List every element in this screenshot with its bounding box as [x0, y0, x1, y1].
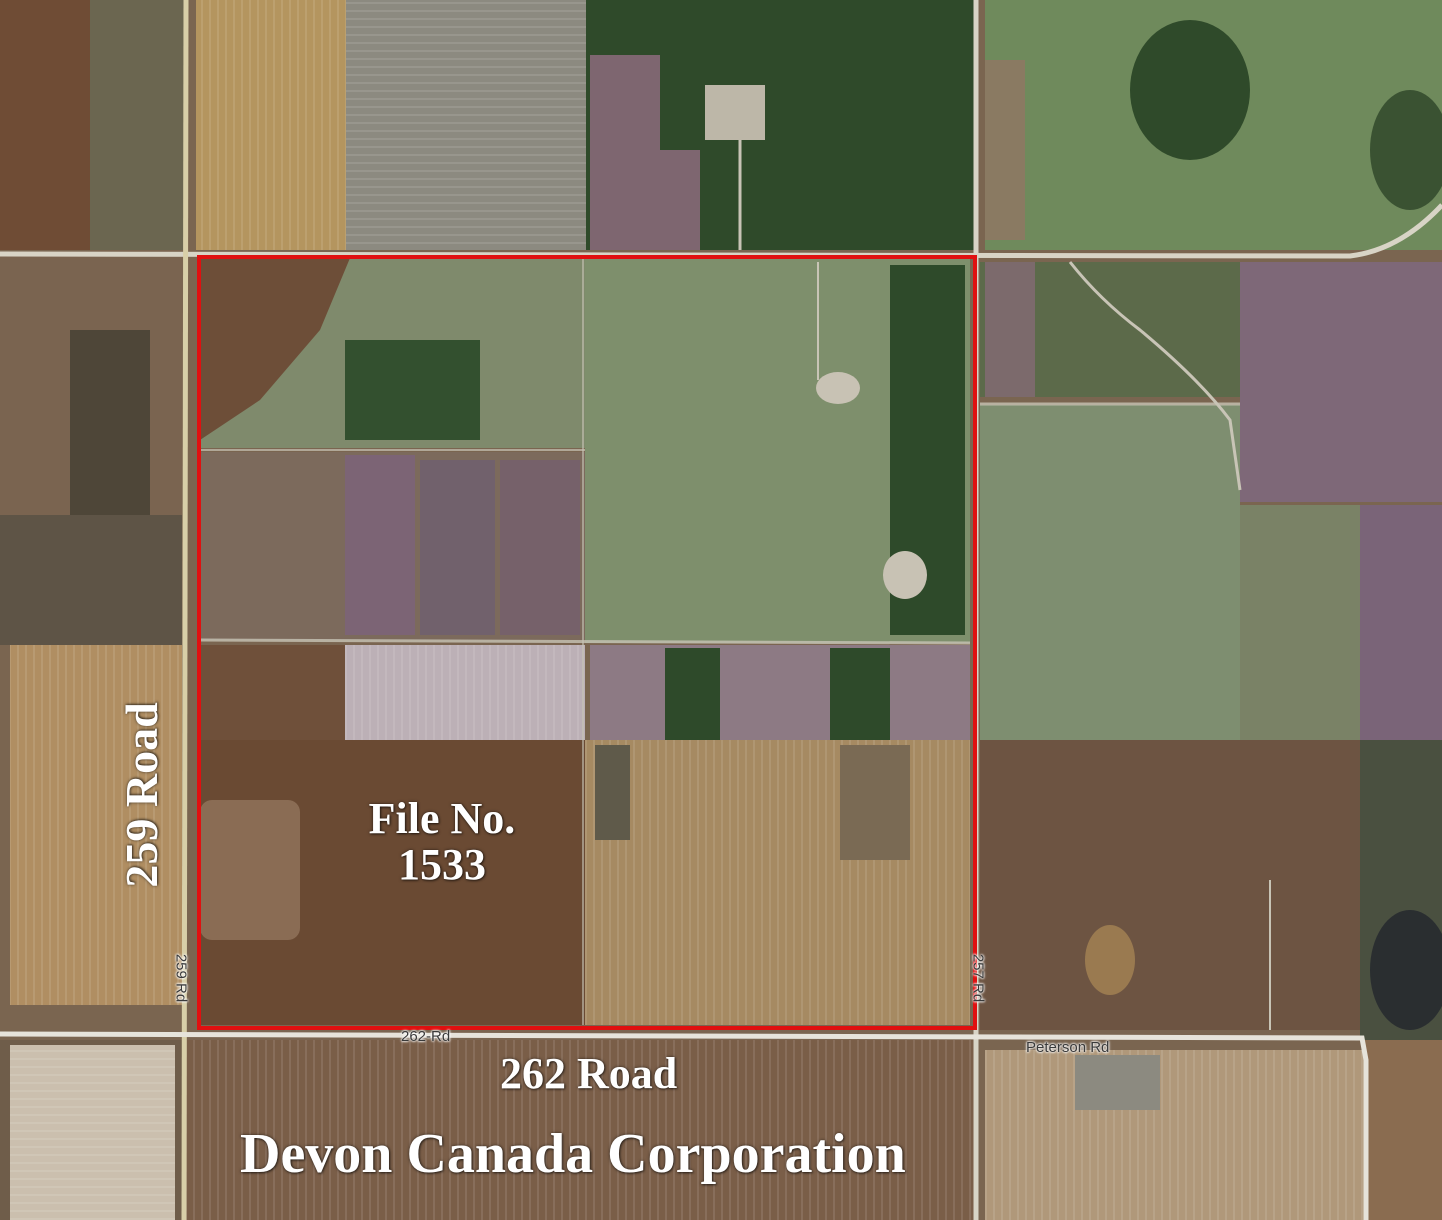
- parcel-boundary: [197, 255, 977, 1030]
- file-number-line2: 1533: [398, 840, 486, 890]
- company-label: Devon Canada Corporation: [240, 1123, 906, 1185]
- street-label-259-rd: 259 Rd: [172, 953, 190, 1003]
- street-label-peterson-rd: Peterson Rd: [1026, 1039, 1110, 1056]
- road-259-label: 259 Road: [116, 702, 167, 888]
- road-262-label: 262 Road: [500, 1049, 678, 1098]
- street-label-262-rd: 262-Rd: [401, 1028, 451, 1045]
- file-number-label: File No. 1533: [356, 794, 528, 890]
- street-label-257-rd: 257 Rd: [969, 953, 987, 1003]
- file-number-line1: File No.: [368, 794, 516, 843]
